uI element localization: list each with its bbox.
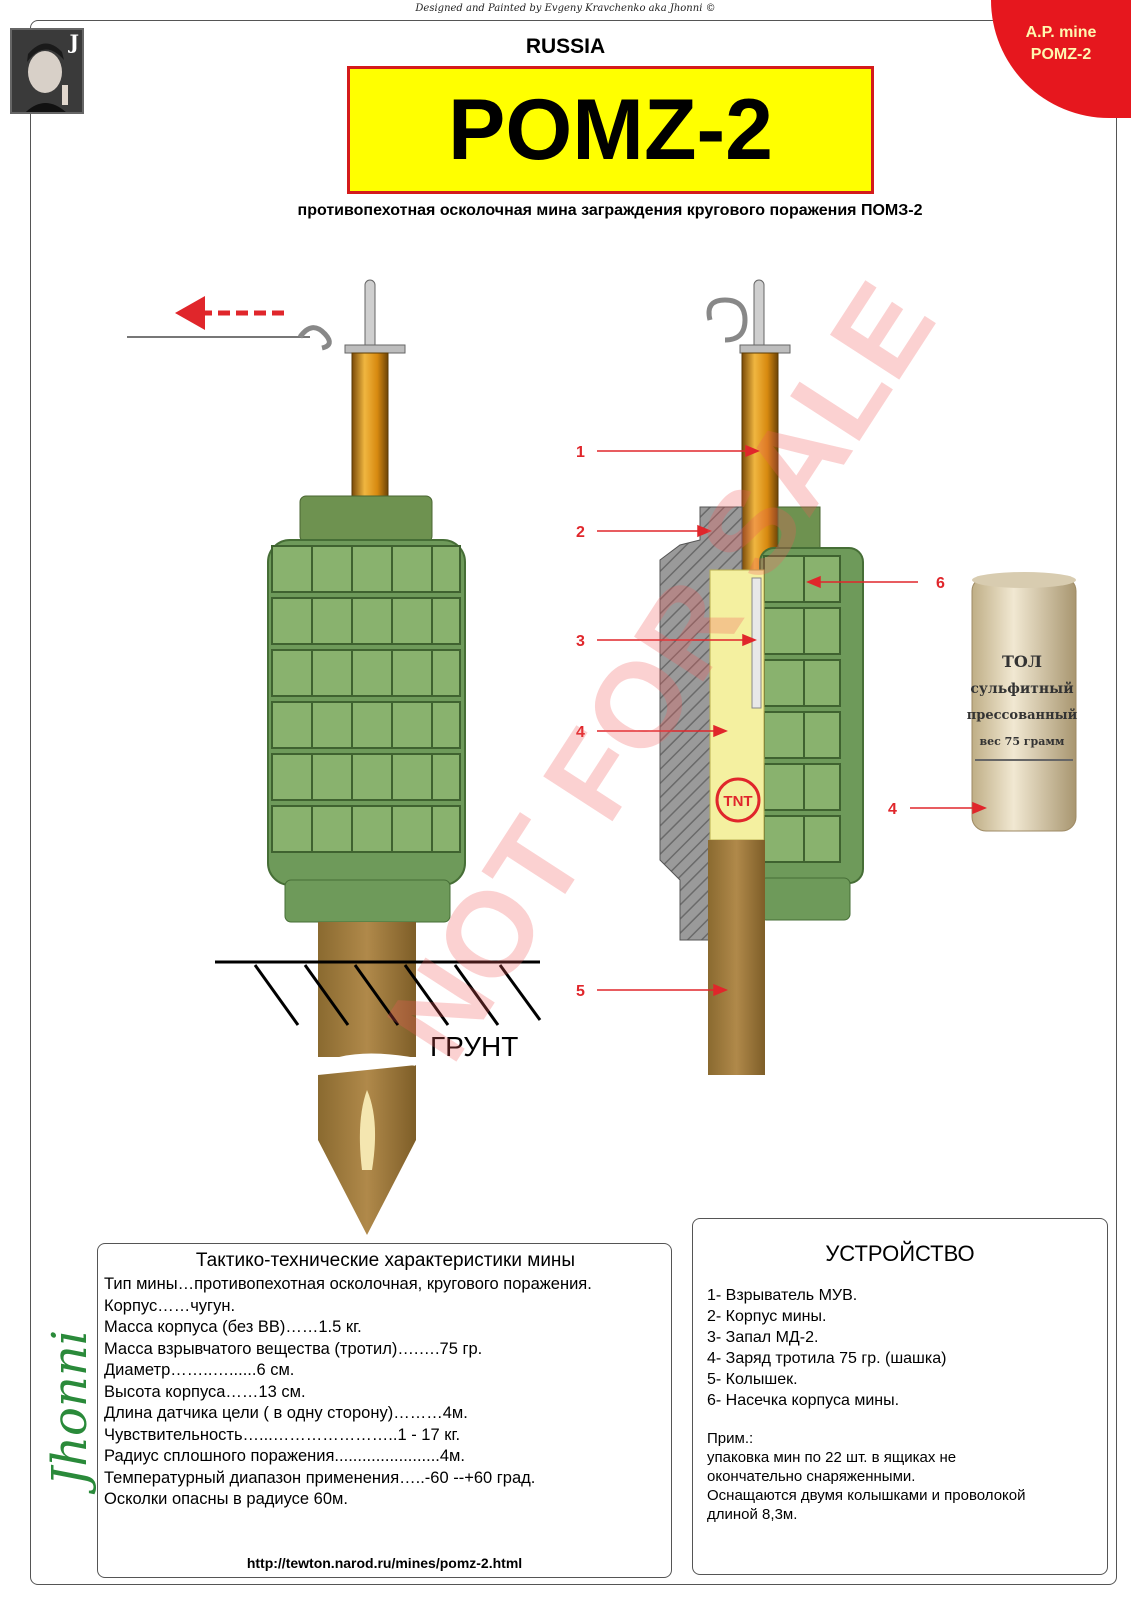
- callout-1: 1: [576, 444, 585, 461]
- country-label: RUSSIA: [525, 35, 606, 58]
- ground-line: [215, 960, 542, 1026]
- fuse-muv: [351, 352, 389, 499]
- spec-row: Температурный диапазон применения…..-60 …: [104, 1468, 536, 1487]
- author-photo: J: [10, 28, 84, 114]
- safety-pin-icon: [364, 279, 376, 351]
- pull-direction-arrow: [175, 296, 285, 330]
- spec-row: Радиус сплошного поражения..............…: [104, 1447, 465, 1465]
- device-item: 4- Заряд тротила 75 гр. (шашка): [707, 1350, 947, 1367]
- note-line: длиной 8,3м.: [707, 1506, 798, 1523]
- spec-row: Чувствительность…...…………………..1 - 17 кг.: [104, 1425, 461, 1444]
- logo-letter-j: J: [69, 30, 79, 54]
- note-line: окончательно снаряженными.: [707, 1468, 916, 1485]
- wooden-stake-cutaway: [708, 840, 765, 1075]
- callouts: [597, 444, 987, 997]
- cutaway-mine: TNT: [659, 279, 864, 1075]
- device-heading: УСТРОЙСТВО: [825, 1241, 975, 1266]
- page-subtitle: противопехотная осколочная мина загражде…: [297, 202, 923, 219]
- charge-label-line1: ТОЛ: [1002, 652, 1042, 671]
- page-title: POMZ-2: [347, 66, 874, 194]
- callout-4: 4: [576, 724, 585, 741]
- device-item: 6- Насечка корпуса мины.: [707, 1392, 900, 1409]
- spec-row: Диаметр……..…......6 см.: [104, 1361, 295, 1379]
- spec-row: Тип мины…противопехотная осколочная, кру…: [104, 1275, 592, 1293]
- corner-badge: A.P. mine POMZ-2: [991, 0, 1131, 118]
- body-notches: [763, 555, 841, 863]
- spec-row: Длина датчика цели ( в одну сторону)………4…: [104, 1404, 468, 1422]
- device-item: 1- Взрыватель МУВ.: [707, 1287, 858, 1304]
- spec-row: Масса корпуса (без ВВ)……1.5 кг.: [104, 1318, 362, 1336]
- page-frame: [30, 20, 1117, 1585]
- specs-panel: Тактико-технические характеристики мины …: [97, 1243, 672, 1578]
- source-url: http://tewton.narod.ru/mines/pomz-2.html: [246, 1555, 523, 1571]
- device-item: 5- Колышек.: [707, 1371, 798, 1388]
- spec-row: Высота корпуса……13 см.: [104, 1382, 306, 1401]
- callout-5: 5: [576, 983, 585, 1000]
- device-item: 3- Запал МД-2.: [707, 1329, 819, 1346]
- fuse-cutaway: [741, 352, 779, 574]
- charge-label-line4: вес 75 грамм: [980, 735, 1065, 748]
- body-section-hatched: [659, 506, 743, 941]
- spec-row: Масса взрывчатого вещества (тротил)….….7…: [104, 1339, 483, 1358]
- spec-row: Корпус……чугун.: [104, 1296, 236, 1315]
- artist-signature: Jhonni: [42, 1329, 98, 1487]
- callout-6: 6: [936, 575, 945, 592]
- callout-2: 2: [576, 524, 585, 541]
- portrait-image: [12, 30, 82, 112]
- specs-heading: Тактико-технические характеристики мины: [195, 1250, 576, 1271]
- corner-badge-line1: A.P. mine: [1025, 24, 1097, 41]
- charge-label-line3: прессованный: [967, 708, 1078, 723]
- charge-label-line2: сульфитный: [970, 680, 1073, 697]
- ground-label: ГРУНТ: [430, 1031, 518, 1062]
- device-item: 2- Корпус мины.: [707, 1308, 827, 1325]
- author-credit: Designed and Painted by Evgeny Kravchenk…: [415, 3, 716, 14]
- pin-ring-icon: [706, 297, 748, 343]
- spec-row: Осколки опасны в радиусе 60м.: [104, 1490, 348, 1508]
- safety-pin-icon: [753, 279, 765, 351]
- callout-3: 3: [576, 633, 585, 650]
- detonator-md2: [751, 577, 762, 709]
- pin-ring-icon: [297, 325, 332, 351]
- corner-badge-line2: POMZ-2: [1030, 46, 1092, 63]
- wooden-stake: [318, 922, 416, 1057]
- tnt-block: ТОЛ сульфитный прессованный вес 75 грамм: [967, 572, 1078, 832]
- mine-collar: [299, 495, 433, 543]
- note-line: упаковка мин по 22 шт. в ящиках не: [707, 1449, 957, 1466]
- assembled-mine: ГРУНТ: [127, 279, 542, 1235]
- tnt-icon: [715, 777, 761, 823]
- device-panel: УСТРОЙСТВО 1- Взрыватель МУВ. 2- Корпус …: [692, 1218, 1108, 1575]
- callout-4-block: 4: [888, 801, 897, 818]
- body-fragmentation-grid: [271, 545, 461, 853]
- tnt-label: TNT: [723, 793, 752, 810]
- note-label: Прим.:: [707, 1430, 754, 1447]
- note-line: Оснащаются двумя колышками и проволокой: [707, 1487, 1026, 1504]
